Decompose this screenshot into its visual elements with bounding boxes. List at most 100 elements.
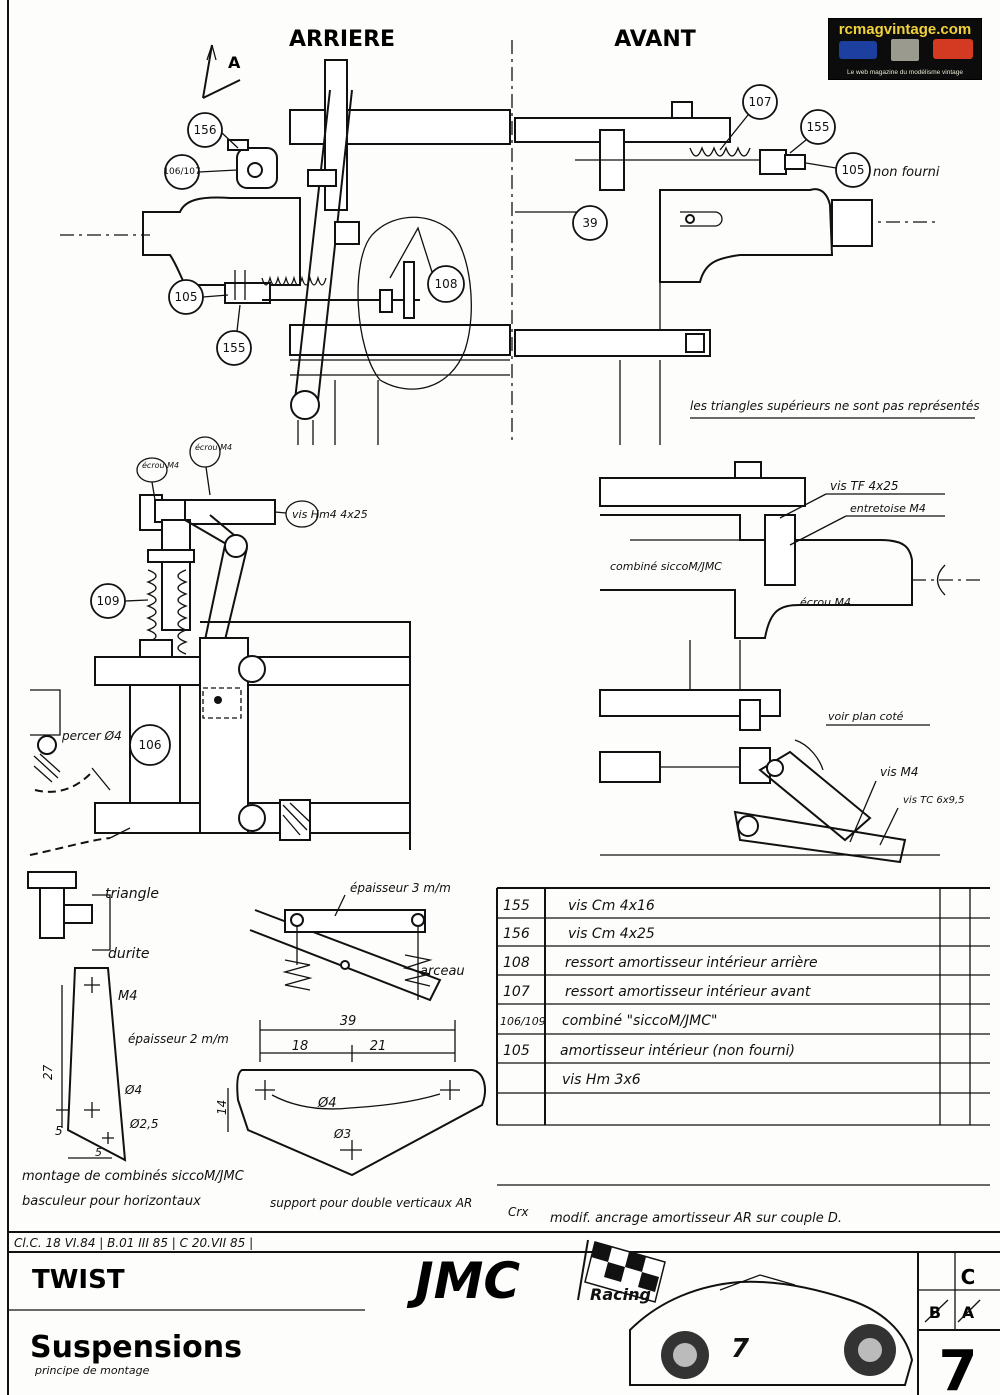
site-tagline: Le web magazine du modélisme vintage: [847, 69, 963, 76]
label-arceau: arceau: [420, 964, 465, 979]
label-vis-hm4: vis Hm4 4x25: [292, 508, 368, 521]
label-voir-plan: voir plan coté: [828, 710, 904, 723]
product-name: TWIST: [32, 1265, 125, 1295]
rocker-plate-part: [56, 967, 127, 1162]
svg-text:106/107: 106/107: [163, 167, 200, 177]
site-badge: rcmagvintage.com Le web magazine du modé…: [828, 18, 982, 80]
caption-support: support pour double verticaux AR: [270, 1196, 472, 1210]
callout-105-left: 105: [168, 279, 229, 315]
label-percer: percer Ø4: [61, 729, 122, 743]
view-marker: A: [228, 53, 241, 72]
front-header: AVANT: [614, 27, 696, 52]
buggy-icon: [839, 41, 877, 59]
svg-text:156: 156: [194, 123, 217, 137]
dim-18: 18: [292, 1039, 309, 1054]
table-ref: 155: [503, 898, 530, 914]
svg-text:107: 107: [749, 95, 772, 109]
note-non-fourni: non fourni: [873, 165, 940, 180]
brand-logo: JMC: [406, 1252, 520, 1310]
label-ecrou-m4-c: écrou M4: [800, 596, 851, 609]
car-number: 7: [731, 1334, 750, 1364]
note-triangles: les triangles supérieurs ne sont pas rep…: [690, 399, 980, 413]
svg-text:108: 108: [435, 277, 458, 291]
title-dates: Cl.C. 18 VI.84 | B.01 III 85 | C 20.VII …: [14, 1236, 253, 1250]
callout-107: 107: [719, 84, 778, 151]
caption-montage: montage de combinés siccoM/JMC: [22, 1169, 245, 1184]
table-desc: vis Hm 3x6: [562, 1072, 641, 1088]
label-vis-tf: vis TF 4x25: [830, 479, 899, 493]
table-desc: combiné "siccoM/JMC": [562, 1013, 717, 1029]
rear-suspension-view: [60, 59, 511, 445]
label-m4: M4: [118, 989, 138, 1004]
callout-105-right: 105: [805, 152, 871, 188]
label-epaisseur-2: épaisseur 2 m/m: [128, 1032, 229, 1046]
label-vis-m4: vis M4: [880, 765, 919, 779]
dim-14: 14: [215, 1100, 229, 1115]
parts-table: [496, 887, 990, 1186]
dim-d3: Ø3: [333, 1127, 351, 1141]
callout-156: 156: [187, 112, 239, 149]
caption-basculeur: basculeur pour horizontaux: [22, 1194, 201, 1209]
label-d4-small: Ø4: [124, 1083, 142, 1097]
revision-letter: C: [961, 1265, 976, 1289]
callout-108: 108: [389, 226, 465, 303]
brand-racing: Racing: [590, 1285, 651, 1304]
dim-5-horizontal: 5: [95, 1146, 102, 1159]
table-desc: vis Cm 4x16: [568, 898, 655, 914]
title-block: [8, 1231, 1000, 1395]
svg-text:155: 155: [223, 341, 246, 355]
dim-21: 21: [370, 1039, 387, 1054]
label-ecrou-m4-b: écrou M4: [195, 442, 232, 452]
callout-106-107: 106/107: [163, 154, 238, 190]
table-desc: ressort amortisseur intérieur arrière: [565, 955, 818, 971]
svg-text:106: 106: [139, 738, 162, 752]
support-plate-part: [227, 1020, 486, 1177]
view-arrow-icon: [202, 44, 241, 99]
label-triangle: triangle: [105, 886, 159, 902]
table-ref: 107: [503, 984, 530, 1000]
svg-text:105: 105: [175, 290, 198, 304]
label-entretoise: entretoise M4: [850, 502, 926, 515]
revision-mark: Crx: [508, 1205, 529, 1219]
table-desc: vis Cm 4x25: [568, 926, 655, 942]
checkered-flag-icon: [577, 1239, 666, 1303]
callout-109: 109: [90, 583, 149, 619]
table-desc: amortisseur intérieur (non fourni): [560, 1043, 795, 1059]
table-ref: 106/109: [500, 1015, 546, 1028]
race-car-icon: [933, 39, 973, 59]
table-ref: 156: [503, 926, 530, 942]
label-epaisseur-3: épaisseur 3 m/m: [350, 881, 451, 895]
site-name: rcmagvintage.com: [838, 21, 972, 38]
triangle-detail: [27, 871, 111, 951]
callout-106: 106: [129, 724, 171, 766]
svg-text:105: 105: [842, 163, 865, 177]
dim-5-vertical: 5: [55, 1124, 63, 1138]
label-ecrou-m4-a: écrou M4: [142, 460, 179, 470]
arceau-detail: [249, 909, 442, 1002]
dim-27: 27: [41, 1064, 55, 1080]
sheet-number: 7: [939, 1339, 978, 1395]
svg-text:39: 39: [582, 216, 597, 230]
rocker-assembly-view: [29, 494, 411, 856]
label-combine: combiné siccoM/JMC: [610, 560, 722, 573]
drawing-subject: Suspensions: [30, 1330, 242, 1365]
label-durite: durite: [108, 946, 150, 962]
dim-39: 39: [340, 1014, 357, 1029]
front-detail-view: [599, 461, 985, 864]
table-desc: ressort amortisseur intérieur avant: [565, 984, 811, 1000]
label-vis-tc: vis TC 6x9,5: [903, 795, 965, 806]
engine-icon: [891, 39, 919, 61]
callout-155-left: 155: [216, 304, 252, 366]
rear-header: ARRIERE: [289, 27, 395, 52]
label-d25: Ø2,5: [129, 1117, 159, 1131]
callout-155-right: 155: [789, 109, 836, 154]
buggy-car-icon: [629, 1274, 914, 1386]
drawing-subtitle: principe de montage: [34, 1364, 150, 1377]
callout-39: 39: [572, 205, 608, 241]
svg-text:155: 155: [807, 120, 830, 134]
table-ref: 108: [503, 955, 530, 971]
svg-text:109: 109: [97, 594, 120, 608]
table-ref: 105: [503, 1043, 530, 1059]
